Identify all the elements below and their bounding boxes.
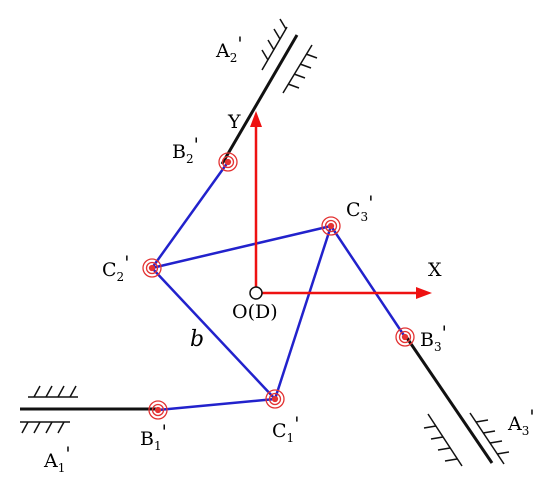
x-axis-label: X [428,259,442,281]
label-c1: C1' [272,413,299,445]
coordinate-axes [250,111,432,299]
ground-hatch-a1-top [28,385,78,398]
x-axis-arrowhead [416,287,432,299]
joint-c3 [321,216,341,236]
joint-b3 [395,327,415,347]
joint-c1 [265,389,285,409]
links [150,161,407,412]
joints [142,152,415,420]
ground-hatch-a1-bottom [20,421,70,434]
ground-hatch-a3-left [423,413,463,467]
link-c1-c2 [151,267,276,400]
ground-hatch-a2-right [282,44,318,94]
joint-b1 [148,400,168,420]
origin-point [249,286,263,300]
label-b1: B1' [140,421,167,453]
rail-a2 [220,18,318,165]
label-b3: B3' [420,322,447,354]
y-axis-arrowhead [250,111,262,127]
origin-label: O(D) [232,301,278,323]
link-c2-b2 [150,161,230,269]
label-b2: B2' [172,134,199,166]
joint-b2 [218,152,238,172]
link-c2-c3 [151,224,332,270]
y-axis-label: Y [227,111,241,133]
link-c3-b3 [329,225,407,338]
joint-c2 [142,258,162,278]
link-b-label: b [190,327,204,352]
link-c3-c1 [273,225,333,400]
label-c2: C2' [102,252,129,284]
ground-hatch-a3-right [469,412,510,465]
link-b1-c1 [157,397,276,412]
label-a2: A2' [215,33,243,65]
ground-hatch-a2-left [261,18,288,71]
label-c3: C3' [346,192,373,224]
rail-a1 [20,385,160,434]
rail-a3 [405,337,510,467]
label-a3: A3' [507,406,535,438]
label-a1: A1' [43,443,71,475]
